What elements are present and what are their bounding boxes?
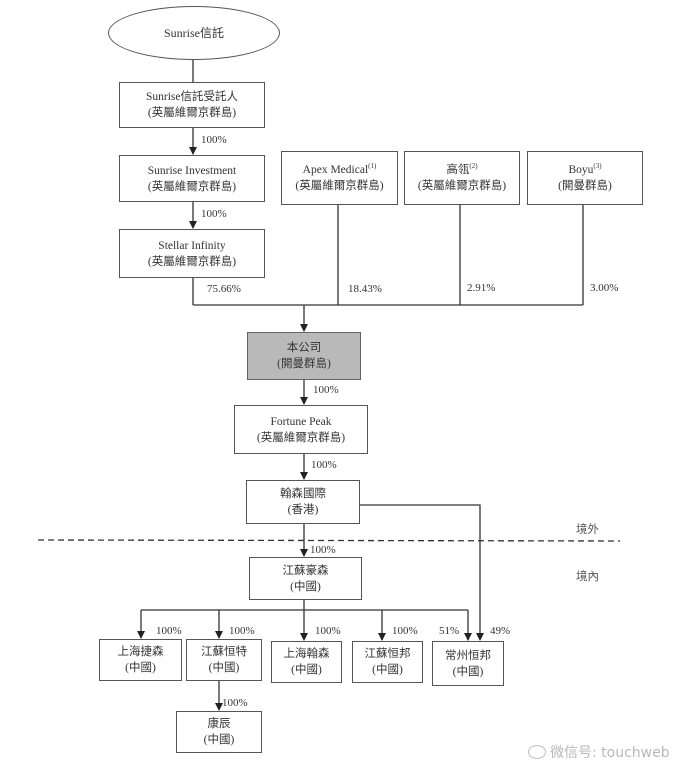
node-jurisdiction: (英屬維爾京群島) xyxy=(147,180,237,193)
footnote-marker: (2) xyxy=(469,162,478,170)
wechat-icon xyxy=(528,745,546,759)
pct-apex-company: 18.43% xyxy=(348,283,382,295)
node-changzhou-hengbang: 常州恒邦 (中國) xyxy=(432,641,504,686)
node-apex-medical: Apex Medical(1) (英屬維爾京群島) xyxy=(281,151,398,205)
node-jurisdiction: (英屬維爾京群島) xyxy=(256,431,346,444)
pct-fortune-hansen: 100% xyxy=(311,459,337,471)
node-name: Apex Medical(1) xyxy=(303,162,377,178)
node-name: 江蘇恒特 xyxy=(201,646,247,658)
node-name: 高瓴(2) xyxy=(446,162,477,178)
edge-hansen-changzhou xyxy=(360,504,484,641)
node-jurisdiction: (中國) xyxy=(208,662,240,674)
node-name: Stellar Infinity xyxy=(158,239,226,252)
node-jurisdiction: (中國) xyxy=(291,664,322,676)
pct-haosen-hengte: 100% xyxy=(229,625,255,637)
node-name-text: Apex Medical xyxy=(302,164,369,176)
watermark: 微信号: touchweb xyxy=(528,742,670,762)
node-jiangsu-hengbang: 江蘇恒邦 (中國) xyxy=(352,641,423,683)
pct-boyu-company: 3.00% xyxy=(590,282,619,294)
node-jiangsu-hengte: 江蘇恒特 (中國) xyxy=(186,639,262,681)
node-name: Sunrise信託 xyxy=(163,26,224,40)
node-hansen-international: 翰森國際 (香港) xyxy=(246,480,360,524)
zone-label-offshore: 境外 xyxy=(576,524,599,536)
node-company: 本公司 (開曼群島) xyxy=(247,332,361,380)
node-name: 上海捷森 xyxy=(117,646,164,658)
node-jurisdiction: (中國) xyxy=(203,734,235,746)
pct-haosen-jiesen: 100% xyxy=(156,625,182,637)
node-jurisdiction: (中國) xyxy=(290,580,321,593)
pct-gaoling-company: 2.91% xyxy=(467,282,496,294)
node-name: Fortune Peak xyxy=(270,415,332,428)
node-name-text: Boyu xyxy=(568,164,594,176)
node-jurisdiction: (開曼群島) xyxy=(558,180,612,192)
node-name: 翰森國際 xyxy=(280,488,326,500)
node-name-text: 高瓴 xyxy=(446,164,470,176)
node-sunrise-trust: Sunrise信託 xyxy=(108,6,280,60)
node-shanghai-hansen: 上海翰森 (中國) xyxy=(271,641,342,683)
zone-label-onshore: 境內 xyxy=(576,571,599,583)
pct-haosen-shanghai-hansen: 100% xyxy=(315,625,341,637)
node-jurisdiction: (英屬維爾京群島) xyxy=(295,180,384,192)
node-jurisdiction: (中國) xyxy=(125,662,156,674)
node-kangchen: 康辰 (中國) xyxy=(176,711,262,753)
node-jurisdiction: (香港) xyxy=(287,504,319,516)
pct-investment-stellar: 100% xyxy=(201,208,227,220)
pct-haosen-changzhou: 51% xyxy=(439,625,460,637)
pct-hengte-kangchen: 100% xyxy=(222,697,248,709)
pct-trustee-investment: 100% xyxy=(201,134,227,146)
node-jurisdiction: (中國) xyxy=(372,664,403,676)
node-sunrise-investment: Sunrise Investment (英屬維爾京群島) xyxy=(119,155,265,202)
node-jurisdiction: (英屬維爾京群島) xyxy=(147,255,237,268)
node-shanghai-jiesen: 上海捷森 (中國) xyxy=(99,639,182,681)
node-boyu: Boyu(3) (開曼群島) xyxy=(527,151,643,205)
node-sunrise-trustee: Sunrise信託受託人 (英屬維爾京群島) xyxy=(119,82,265,128)
node-jurisdiction: (英屬維爾京群島) xyxy=(147,107,237,119)
node-jurisdiction: (中國) xyxy=(452,665,484,678)
node-name: Sunrise Investment xyxy=(147,164,237,177)
node-stellar-infinity: Stellar Infinity (英屬維爾京群島) xyxy=(119,229,265,278)
node-jiangsu-haosen: 江蘇豪森 (中國) xyxy=(249,557,362,600)
node-name: 康辰 xyxy=(207,718,231,730)
node-name: Sunrise信託受託人 xyxy=(146,91,238,103)
pct-company-fortune: 100% xyxy=(313,384,339,396)
node-fortune-peak: Fortune Peak (英屬維爾京群島) xyxy=(234,405,368,454)
node-gaoling: 高瓴(2) (英屬維爾京群島) xyxy=(404,151,520,205)
node-name: 江蘇恒邦 xyxy=(364,648,411,660)
node-jurisdiction: (開曼群島) xyxy=(277,358,331,370)
offshore-onshore-divider xyxy=(37,539,621,542)
footnote-marker: (1) xyxy=(368,162,377,170)
node-name: 本公司 xyxy=(286,342,322,354)
node-name: 上海翰森 xyxy=(283,648,330,660)
pct-hansen-haosen: 100% xyxy=(310,544,336,556)
pct-hansen-changzhou: 49% xyxy=(490,625,511,637)
watermark-text: 微信号: touchweb xyxy=(550,745,670,761)
footnote-marker: (3) xyxy=(593,162,602,170)
node-name: 江蘇豪森 xyxy=(282,564,329,577)
pct-stellar-company: 75.66% xyxy=(207,283,241,295)
node-name: Boyu(3) xyxy=(568,162,601,178)
node-name: 常州恒邦 xyxy=(445,649,491,662)
pct-haosen-hengbang: 100% xyxy=(392,625,418,637)
node-jurisdiction: (英屬維爾京群島) xyxy=(417,180,507,192)
